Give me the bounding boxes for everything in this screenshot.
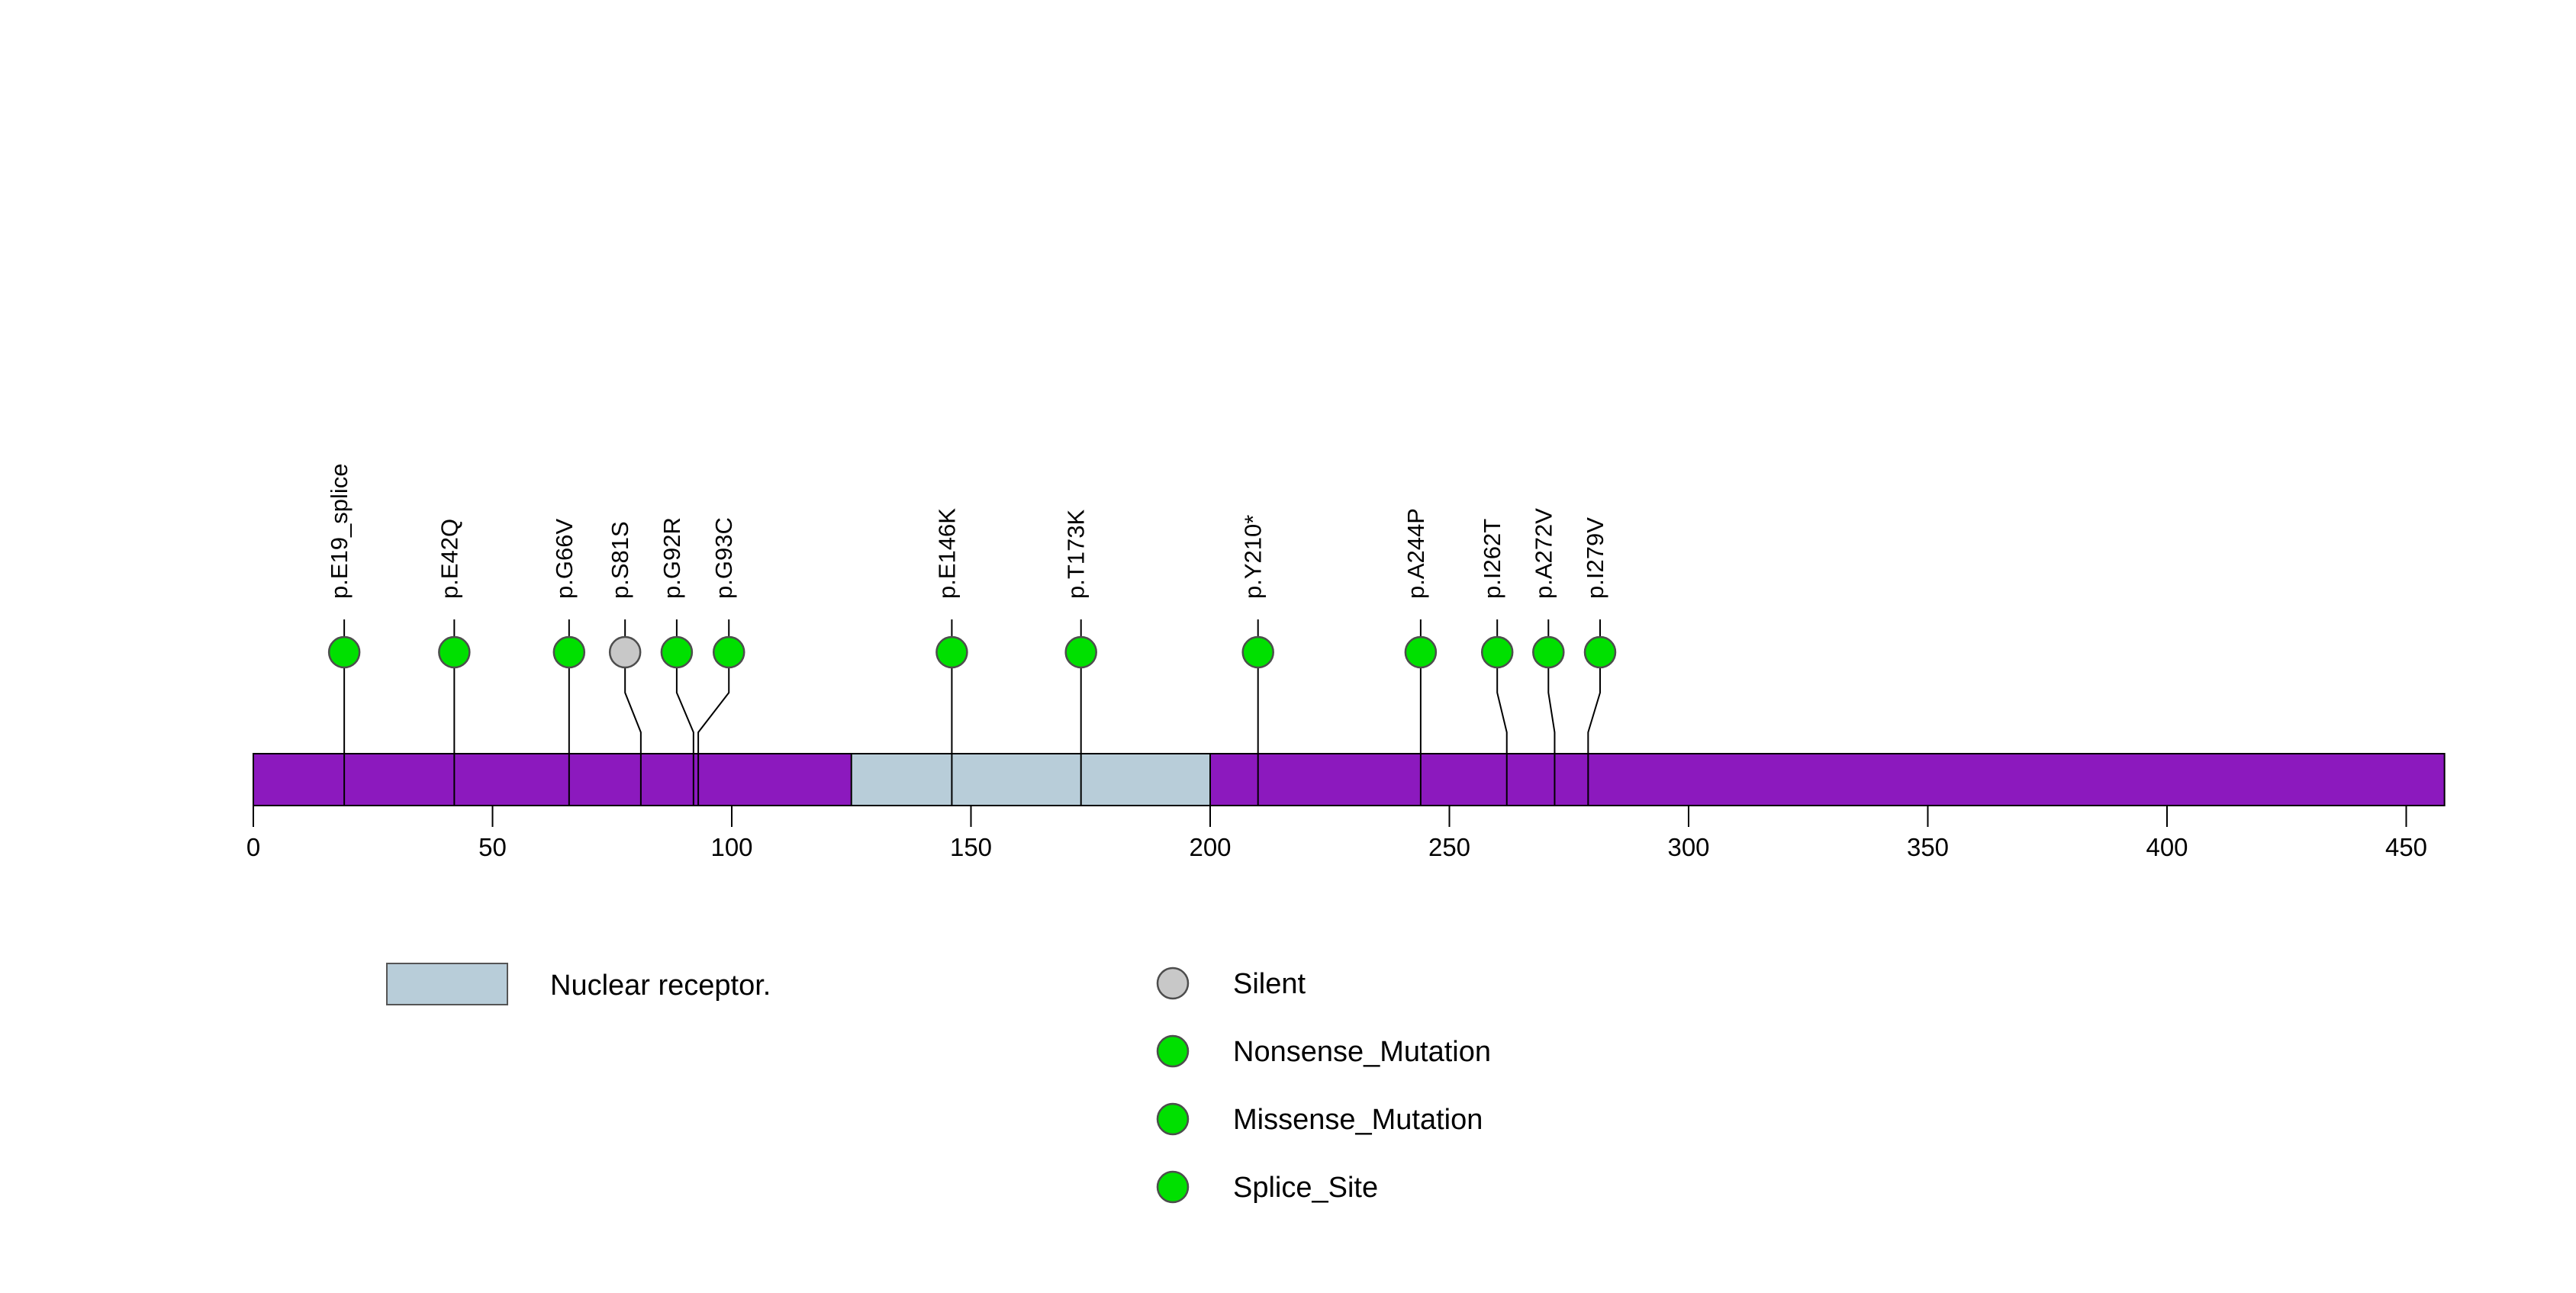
axis-tick-label: 150 [950, 833, 992, 861]
mutation-circle [660, 635, 694, 669]
axis-tick-label: 200 [1189, 833, 1231, 861]
mutation-circle [1532, 635, 1565, 669]
axis-tick-label: 350 [1907, 833, 1949, 861]
mutation-label: p.A244P [1402, 508, 1429, 599]
legend-domain-label: Nuclear receptor. [550, 970, 771, 1002]
mutation-label: p.G92R [658, 517, 685, 599]
mutation-label: p.E19_splice [326, 463, 353, 599]
mutation-circle [1583, 635, 1617, 669]
axis-tick-label: 100 [710, 833, 752, 861]
legend-domain-swatch [386, 963, 508, 1005]
axis-tick-label: 0 [246, 833, 260, 861]
axis-tick-label: 400 [2146, 833, 2188, 861]
protein-bar [253, 753, 2446, 806]
mutation-label: p.I279V [1582, 517, 1608, 599]
legend-type-label: Silent [1233, 968, 1306, 1000]
mutation-circle [1404, 635, 1438, 669]
legend-type-circle-silent [1156, 967, 1190, 1000]
mutation-label: p.T173K [1063, 509, 1090, 599]
domain-rect-nuclear-receptor [850, 753, 1211, 806]
legend-type-label: Splice_Site [1233, 1172, 1378, 1204]
legend-type-label: Missense_Mutation [1233, 1104, 1483, 1136]
axis-tick-label: 300 [1667, 833, 1709, 861]
mutation-circle [935, 635, 968, 669]
mutation-label: p.G66V [551, 519, 578, 599]
legend-type-circle-splice_site [1156, 1170, 1190, 1204]
mutation-label: p.Y210* [1240, 515, 1267, 599]
mutation-circle [1064, 635, 1097, 669]
mutation-label: p.E146K [933, 508, 960, 599]
axis-tick-label: 50 [478, 833, 507, 861]
mutation-label: p.I262T [1479, 519, 1505, 599]
legend-type-circle-missense_mutation [1156, 1102, 1190, 1136]
mutation-label: p.S81S [607, 521, 633, 599]
mutation-circle [712, 635, 745, 669]
legend-type-circle-nonsense_mutation [1156, 1034, 1190, 1068]
mutation-circle [552, 635, 586, 669]
mutation-circle [1480, 635, 1514, 669]
mutation-label: p.A272V [1530, 508, 1557, 599]
mutation-label: p.E42Q [436, 519, 462, 599]
mutation-label: p.G93C [710, 517, 737, 599]
mutation-circle [327, 635, 361, 669]
axis-tick-label: 450 [2385, 833, 2427, 861]
mutation-circle [608, 635, 642, 669]
legend-type-label: Nonsense_Mutation [1233, 1036, 1491, 1068]
mutation-circle [1241, 635, 1274, 669]
axis-tick-label: 250 [1428, 833, 1470, 861]
mutation-circle [438, 635, 471, 669]
